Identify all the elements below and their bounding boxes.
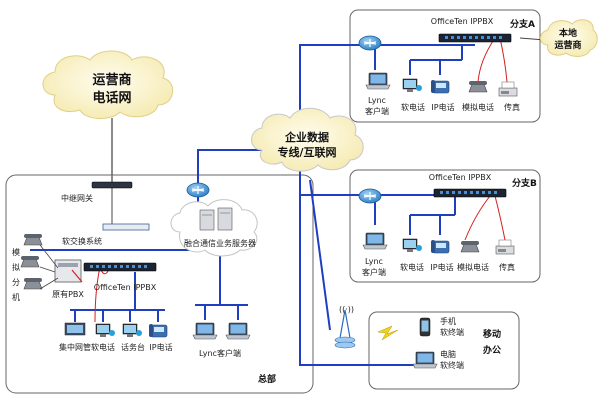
branch-a-ippbx: OfficeTen IPPBX <box>431 17 512 43</box>
branch-b-terminal-label: 传真 <box>499 262 515 272</box>
enterprise-cloud-line2: 专线/互联网 <box>277 145 336 159</box>
branch-b-ippbx-icon <box>433 188 507 198</box>
local-carrier-line1: 本地 <box>559 27 577 39</box>
server-icon <box>199 209 215 231</box>
softphone-icon <box>402 238 423 253</box>
fax-icon <box>495 239 515 255</box>
laptop-icon <box>192 322 218 340</box>
server-icon <box>217 207 233 231</box>
server-cloud: 融合通信业务服务器 <box>170 199 258 257</box>
local-carrier-line2: 运营商 <box>554 39 581 51</box>
mobile-phone-line1: 手机 <box>440 316 456 326</box>
analog-phone-icon <box>20 255 40 268</box>
local-carrier-cloud: 本地 运营商 <box>540 19 598 57</box>
laptop-icon <box>225 322 251 340</box>
hq-terminal-label: 软电话 <box>91 342 115 352</box>
hq-router-icon <box>186 182 210 198</box>
ip-phone-icon <box>430 239 450 254</box>
hq-terminals: 集中网管 软电话 话务台 IP电话 <box>59 322 173 352</box>
hq-ippbx-label: OfficeTen IPPBX <box>94 283 157 292</box>
branch-a-router-icon <box>358 35 382 51</box>
wifi-signal-icon: ((·)) <box>339 305 354 314</box>
mobile-phone-line2: 软终端 <box>440 327 464 337</box>
analog-phone-icon <box>23 233 43 246</box>
enterprise-cloud-line1: 企业数据 <box>284 130 329 144</box>
softswitch: 软交换系统 <box>62 223 150 246</box>
analog-phone-icon <box>23 277 43 290</box>
trunk-gateway: 中继网关 <box>61 181 133 203</box>
analog-ext-char: 分 <box>12 278 20 287</box>
hq-frame <box>5 174 314 394</box>
analog-ext-char: 拟 <box>12 262 20 272</box>
softswitch-label: 软交换系统 <box>62 236 102 246</box>
hq-ippbx-icon <box>83 262 157 272</box>
branch-b-terminal-label: 软电话 <box>400 262 424 272</box>
carrier-cloud-line2: 电话网 <box>92 90 131 106</box>
hq-lync-label: Lync客户端 <box>199 348 241 358</box>
analog-extensions: 模 拟 分 机 <box>12 233 59 302</box>
branch-a-lync-line1: Lync <box>368 96 386 105</box>
lightning-icon <box>377 325 399 341</box>
hq-ippbx: OfficeTen IPPBX <box>83 262 157 292</box>
hq-terminal-label: 话务台 <box>121 342 145 352</box>
legacy-pbx-label: 原有PBX <box>52 289 84 299</box>
softphone-icon <box>402 78 423 93</box>
branch-a-frame <box>349 9 541 123</box>
hq-title: 总部 <box>258 373 276 385</box>
hq-terminal-label: 集中网管 <box>59 342 91 352</box>
hq-terminal-label: IP电话 <box>149 342 172 352</box>
operator-console-icon <box>122 323 143 338</box>
branch-a-ippbx-label: OfficeTen IPPBX <box>431 17 494 26</box>
branch-b-ippbx-label: OfficeTen IPPBX <box>429 173 492 182</box>
branch-a-lync-line2: 客户端 <box>365 106 389 116</box>
branch-b-lync-line1: Lync <box>365 257 383 266</box>
enterprise-cloud: 企业数据 专线/互联网 <box>251 107 364 172</box>
mobile-frame <box>368 311 520 390</box>
mobile-title-line2: 办公 <box>483 344 501 356</box>
branch-b-terminal-label: 模拟电话 <box>457 262 489 272</box>
branch-b-lync-line2: 客户端 <box>362 267 386 277</box>
mobile-pc-line2: 软终端 <box>440 360 464 370</box>
hq-lync-clients: Lync客户端 <box>192 322 251 358</box>
wireless-base-station: ((·)) <box>334 305 356 349</box>
fax-icon <box>498 81 518 97</box>
branch-b-router-icon <box>358 188 382 204</box>
legacy-pbx: 原有PBX <box>52 259 84 299</box>
mobile-title-line1: 移动 <box>483 328 501 340</box>
laptop-icon <box>365 72 391 90</box>
softphone-icon <box>95 323 116 338</box>
branch-a-terminal-label: 传真 <box>504 102 520 112</box>
analog-ext-char: 模 <box>12 247 20 257</box>
mobile-pc-line1: 电脑 <box>440 349 456 359</box>
ip-phone-icon <box>148 323 168 338</box>
branch-a-terminal-label: 模拟电话 <box>462 102 494 112</box>
analog-ext-char: 机 <box>12 292 20 302</box>
branch-a-terminal-label: 软电话 <box>401 102 425 112</box>
branch-a-title: 分支A <box>510 18 535 30</box>
analog-phone-icon <box>460 240 480 253</box>
trunk-gateway-label: 中继网关 <box>61 193 93 203</box>
branch-a-ippbx-icon <box>438 33 512 43</box>
carrier-cloud: 运营商 电话网 <box>42 50 173 119</box>
analog-phone-icon <box>468 80 488 93</box>
branch-a-terminal-label: IP电话 <box>431 102 454 112</box>
laptop-icon <box>412 351 438 369</box>
branch-b-frame <box>349 169 541 283</box>
branch-b-ippbx: OfficeTen IPPBX <box>429 173 507 198</box>
branch-b-terminal-label: IP电话 <box>430 262 453 272</box>
laptop-icon <box>362 232 388 250</box>
server-cloud-label: 融合通信业务服务器 <box>184 238 256 248</box>
branch-b-title: 分支B <box>512 177 537 189</box>
carrier-cloud-line1: 运营商 <box>92 72 131 88</box>
ip-phone-icon <box>430 79 450 94</box>
